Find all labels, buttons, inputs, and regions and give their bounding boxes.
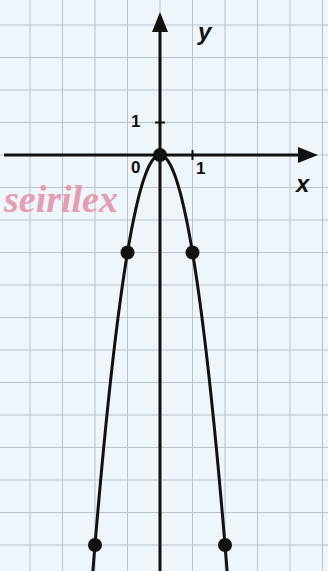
watermark: seirilex xyxy=(4,180,118,218)
origin-label: 0 xyxy=(131,159,140,176)
grid-line xyxy=(0,350,328,351)
plot-point xyxy=(218,538,232,552)
tick-label: 1 xyxy=(131,113,140,130)
grid-line xyxy=(0,220,328,221)
tick-mark xyxy=(192,150,194,160)
y-axis xyxy=(159,28,162,571)
axes xyxy=(4,12,318,571)
plot-point xyxy=(121,246,135,260)
grid-line xyxy=(0,480,328,481)
grid-line xyxy=(0,57,328,58)
x-axis xyxy=(4,154,300,157)
tick-label: 1 xyxy=(196,160,205,177)
axis-label: x xyxy=(296,172,309,196)
grid-line xyxy=(0,512,328,513)
plot-point xyxy=(153,148,167,162)
plot-point xyxy=(186,246,200,260)
grid-line xyxy=(0,545,328,546)
grid-line xyxy=(160,0,161,571)
plot-point xyxy=(88,538,102,552)
grid-line xyxy=(0,252,328,253)
x-arrowhead xyxy=(298,147,318,163)
grid-line xyxy=(0,415,328,416)
grid-line xyxy=(0,122,328,123)
grid-line xyxy=(0,317,328,318)
grid-line xyxy=(0,285,328,286)
grid-line xyxy=(0,90,328,91)
tick-mark xyxy=(155,122,165,124)
axis-label: y xyxy=(198,20,211,44)
grid-line xyxy=(0,382,328,383)
y-arrowhead xyxy=(152,12,168,32)
grid-line xyxy=(0,447,328,448)
